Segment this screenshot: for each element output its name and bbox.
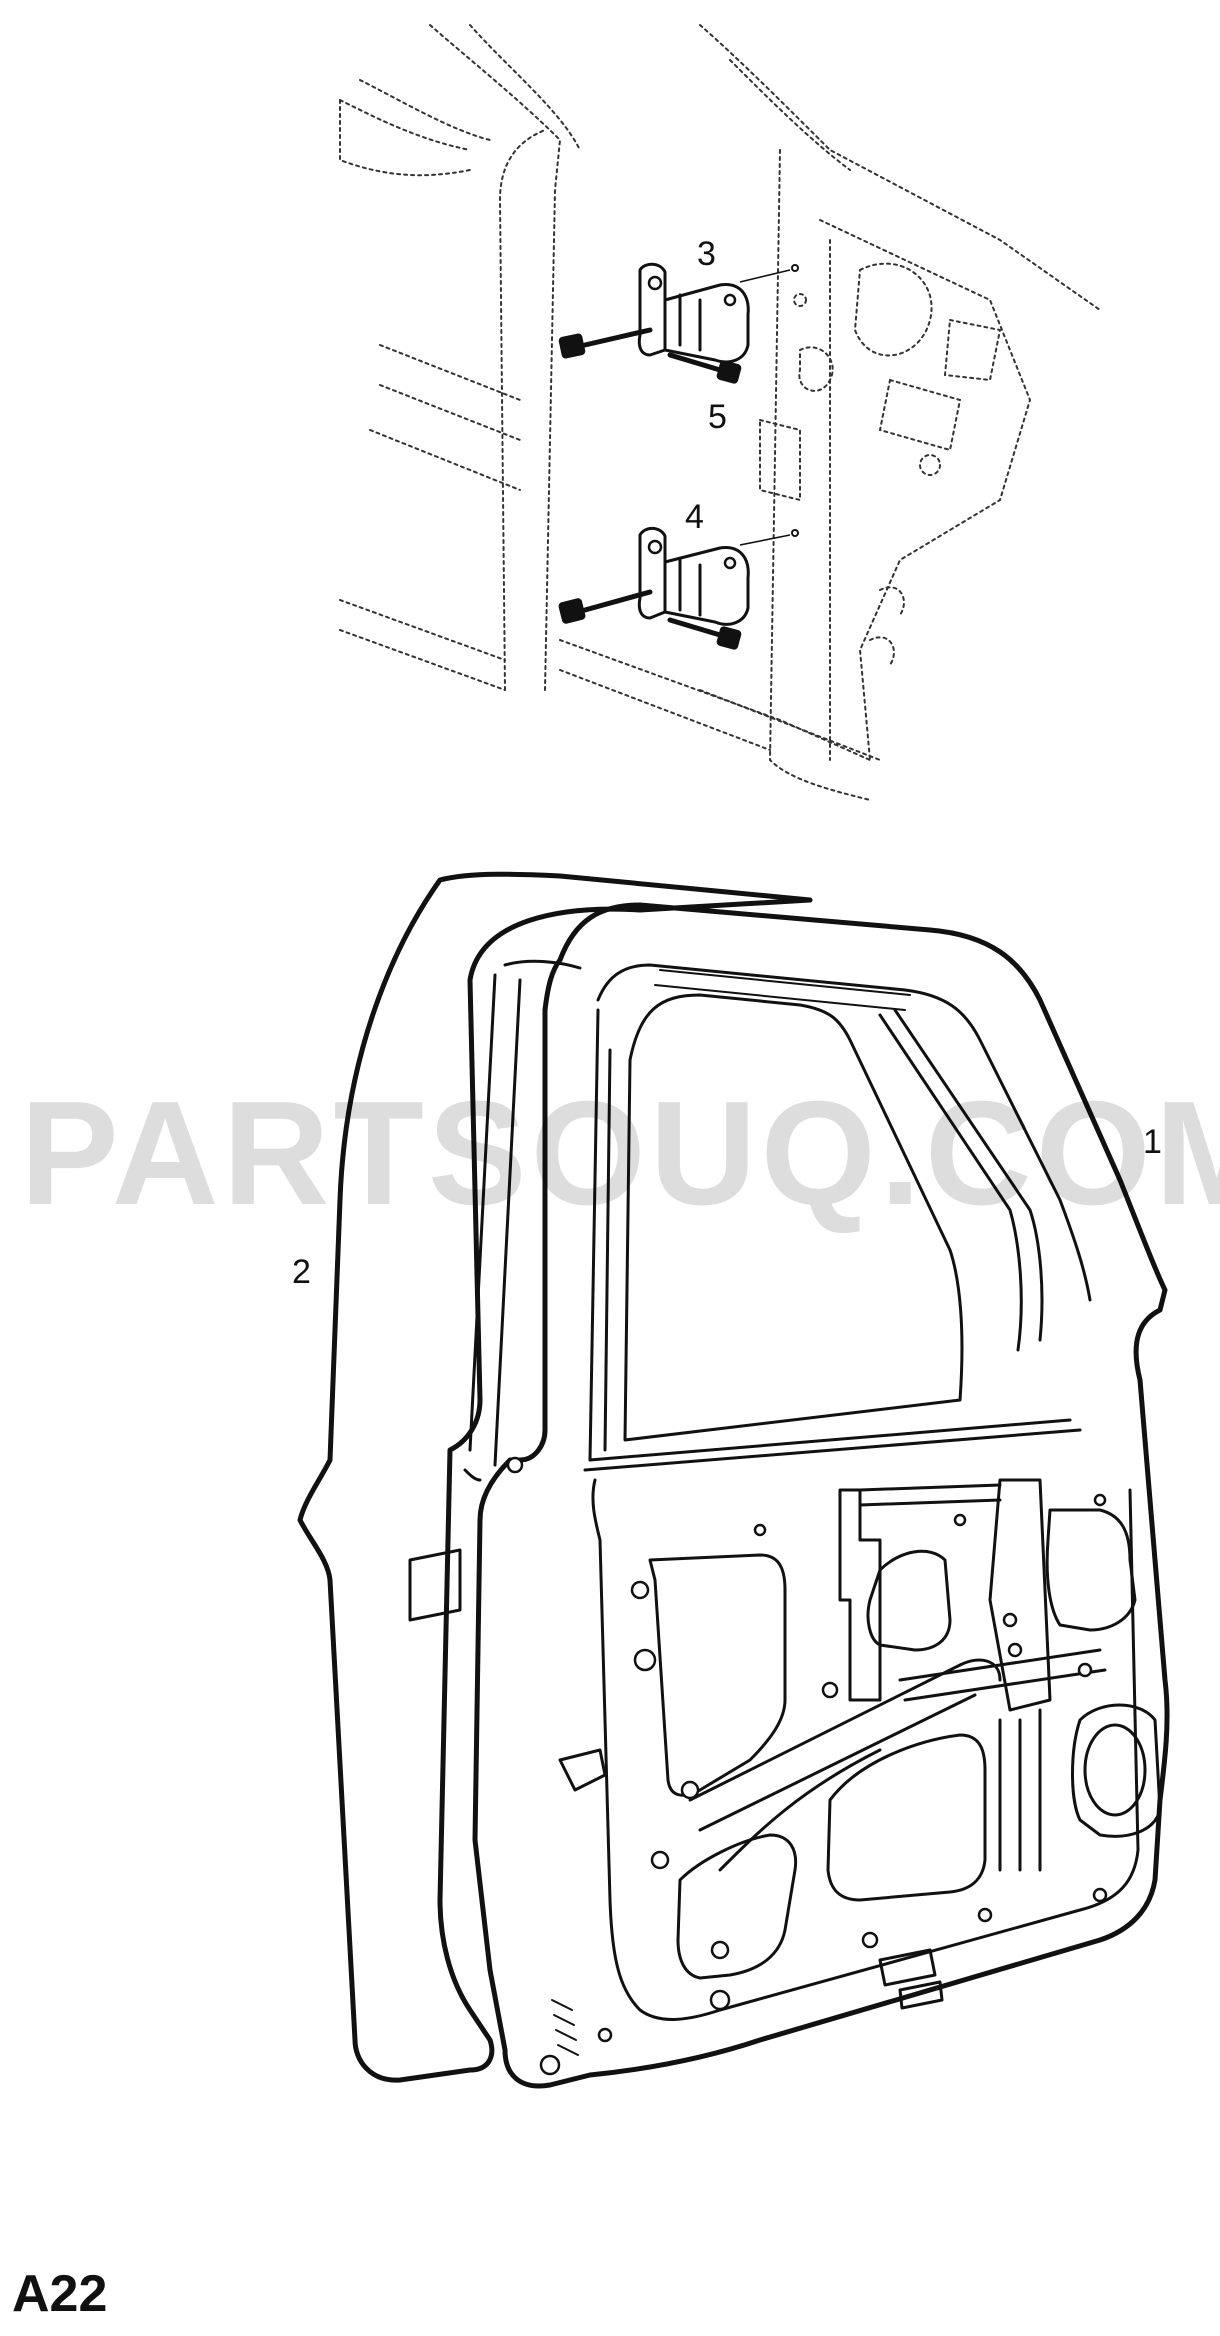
lower-hinge [637,526,750,626]
upper-hinge-bolts [558,264,799,384]
upper-hinge [637,262,750,364]
callout-1: 1 [1143,1123,1162,1161]
watermark: PARTSOUQ.COM [20,1071,1220,1236]
callout-3: 3 [697,235,716,273]
body-pillar-outline [339,24,1101,801]
callout-4: 4 [685,498,704,536]
diagram-id-label: A22 [12,2265,108,2323]
lower-hinge-bolts [558,529,799,650]
callout-2: 2 [292,1253,311,1291]
door-inner-frame [472,902,1170,2089]
door-outer-panel [297,871,813,2083]
door-fastener-holes [506,1456,1108,2076]
callout-5: 5 [708,398,727,436]
